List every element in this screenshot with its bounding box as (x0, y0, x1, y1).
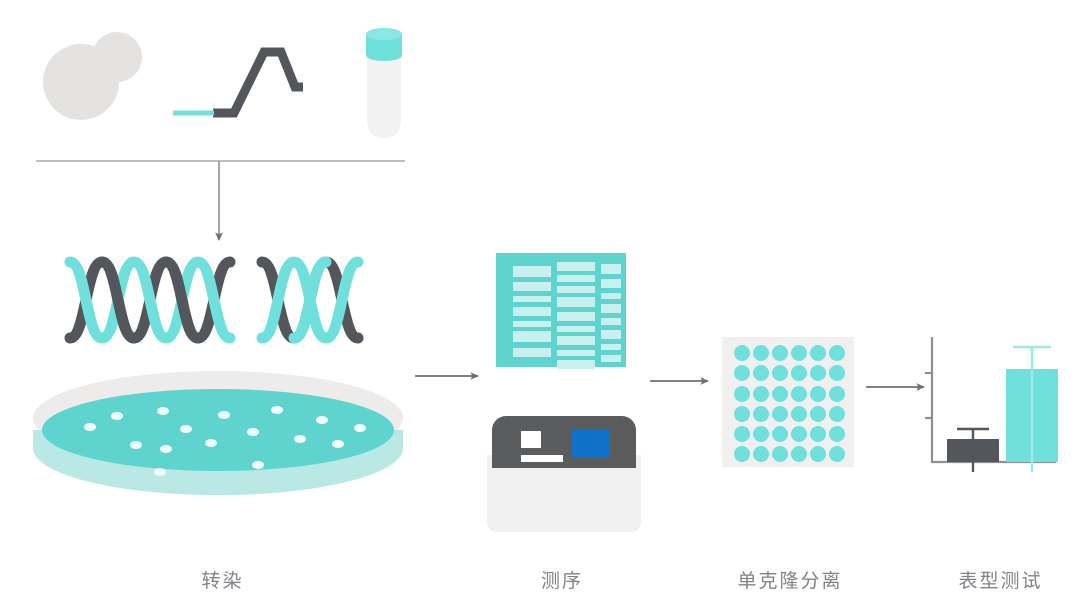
stage-label-phenotype: 表型测试 (958, 571, 1043, 592)
sequencer-screen (571, 430, 610, 458)
stage-label-sequencing: 测序 (540, 571, 583, 592)
dna-helix-long (64, 256, 236, 344)
petri-dish (33, 371, 403, 495)
stage-label-transfection: 转染 (201, 571, 244, 592)
chart-errorbar-control (957, 427, 989, 472)
gel-bands (513, 262, 621, 369)
colony-dots (84, 406, 366, 476)
sequencing-gel (496, 253, 626, 369)
yeast-cell-icon (43, 32, 142, 120)
sequencer-indicator-square (521, 431, 541, 448)
colony-array-dots (734, 345, 845, 462)
stage-label-isolation: 单克隆分离 (737, 571, 843, 592)
chart-errorbar-edited (1013, 345, 1051, 472)
phenotype-bar-chart (925, 337, 1058, 472)
sequencer-machine (487, 416, 641, 532)
colony-array-plate (722, 337, 854, 467)
nuclease-trace-icon (173, 47, 303, 118)
dna-helix-short (256, 256, 364, 344)
reagent-tube-icon (366, 28, 402, 138)
sequencer-indicator-bar (521, 455, 563, 462)
